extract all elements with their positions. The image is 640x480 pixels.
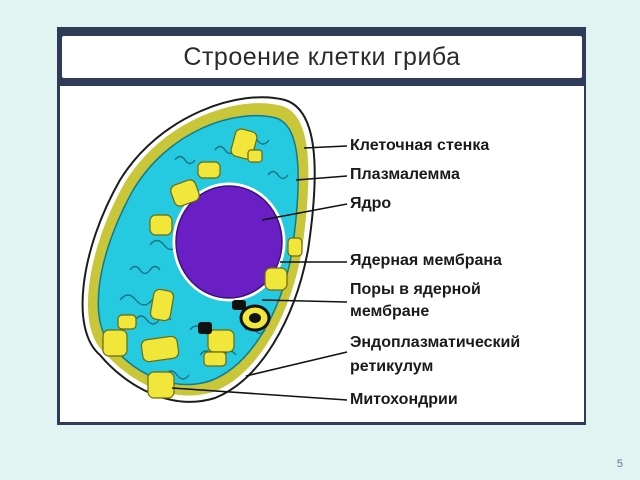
slide-title: Строение клетки гриба xyxy=(183,42,461,71)
leader-er xyxy=(245,351,348,377)
label-cell-wall: Клеточная стенка xyxy=(350,137,490,154)
leader-lines xyxy=(171,145,348,401)
leader-cell-wall xyxy=(303,145,348,149)
leader-mitochondria xyxy=(171,387,348,401)
label-plasmalemma: Плазмалемма xyxy=(350,166,460,183)
page-number: 5 xyxy=(616,458,623,470)
leader-plasmalemma xyxy=(295,175,348,181)
label-nucleus: Ядро xyxy=(350,195,392,212)
label-nuclear-pores-line2: мембране xyxy=(350,303,430,320)
nuclear-membrane xyxy=(172,182,286,302)
label-er-line2: ретикулум xyxy=(350,358,434,375)
nucleus xyxy=(175,185,283,299)
nuclear-pores xyxy=(198,300,271,334)
label-er-line1: Эндоплазматический xyxy=(350,334,521,351)
leader-nuclear-pores xyxy=(261,299,348,303)
label-nuclear-membrane: Ядерная мембрана xyxy=(350,252,502,269)
label-nuclear-pores-line1: Поры в ядерной xyxy=(350,281,481,298)
leader-nucleus xyxy=(261,203,348,221)
title-bar: Строение клетки гриба xyxy=(62,36,582,78)
label-mitochondria: Митохондрии xyxy=(350,391,458,408)
fungal-cell xyxy=(81,96,316,403)
mitochondria xyxy=(102,128,303,399)
